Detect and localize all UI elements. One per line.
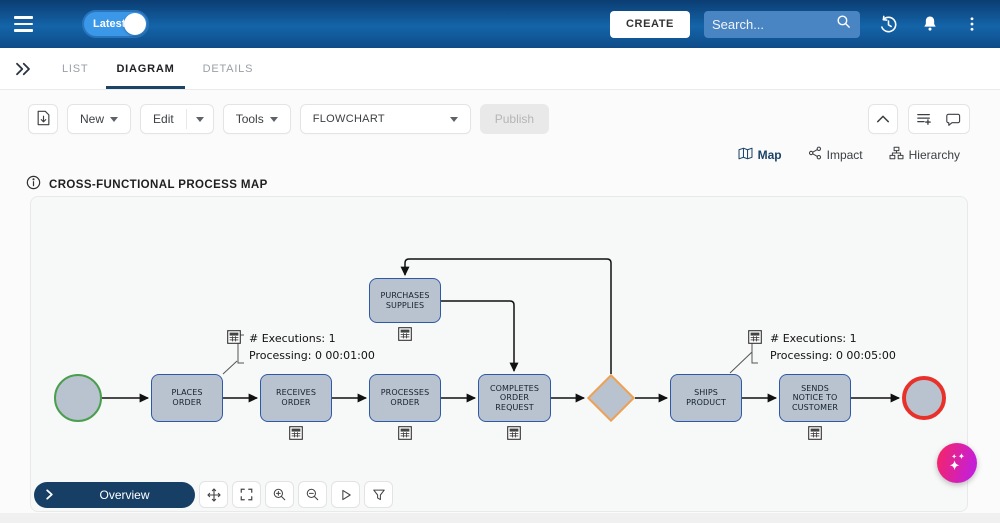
- calculator-icon: [748, 330, 762, 344]
- task-label: COMPLETES ORDER REQUEST: [489, 383, 540, 412]
- annotation-processing: Processing: 0 00:01:00: [249, 349, 375, 362]
- document-download-icon: [36, 110, 51, 129]
- annotation-processing: Processing: 0 00:05:00: [770, 349, 896, 362]
- divider: [185, 109, 187, 129]
- edit-dropdown-toggle[interactable]: [187, 105, 213, 133]
- task-node[interactable]: PROCESSES ORDER: [369, 374, 441, 422]
- task-label: RECEIVES ORDER: [275, 388, 317, 407]
- annotation-executions: # Executions: 1: [770, 332, 857, 345]
- chevron-down-icon: [195, 116, 204, 122]
- view-map[interactable]: Map: [738, 146, 782, 163]
- map-icon: [738, 147, 753, 163]
- connector-lines: [102, 258, 901, 403]
- comments-icon[interactable]: [939, 105, 969, 133]
- end-event-node[interactable]: [902, 376, 946, 420]
- version-toggle-label: Latest: [93, 18, 126, 30]
- info-icon[interactable]: [26, 175, 41, 195]
- publish-button: Publish: [479, 104, 550, 134]
- calculator-icon: [289, 426, 303, 440]
- fit-screen-icon[interactable]: [232, 481, 261, 508]
- diagram-toolbar: New Edit Tools FLOWCHART Publish: [0, 90, 1000, 134]
- view-hierarchy[interactable]: Hierarchy: [889, 146, 960, 163]
- chevron-up-icon: [876, 115, 890, 123]
- toolbar-right-group: [868, 104, 970, 134]
- overview-button[interactable]: Overview: [34, 481, 195, 508]
- start-event-node[interactable]: [54, 374, 102, 422]
- overview-label: Overview: [99, 487, 150, 502]
- title-row: CROSS-FUNCTIONAL PROCESS MAP: [0, 163, 1000, 195]
- diagram-canvas[interactable]: PLACES ORDER RECEIVES ORDER PROCESSES OR…: [30, 196, 968, 512]
- history-icon[interactable]: [874, 10, 902, 38]
- tabs: LIST DIAGRAM DETAILS: [48, 48, 267, 89]
- filter-icon[interactable]: [364, 481, 393, 508]
- task-node[interactable]: SENDS NOTICE TO CUSTOMER: [779, 374, 851, 422]
- calculator-icon: [398, 426, 412, 440]
- tab-diagram[interactable]: DIAGRAM: [102, 48, 188, 89]
- hierarchy-icon: [889, 146, 904, 163]
- diagram-bottom-toolbar: Overview: [34, 481, 393, 508]
- tools-button-label: Tools: [235, 112, 264, 126]
- new-button[interactable]: New: [67, 104, 132, 134]
- footer-strip: [0, 513, 1000, 523]
- tools-button[interactable]: Tools: [222, 104, 291, 134]
- page-title: CROSS-FUNCTIONAL PROCESS MAP: [49, 179, 268, 191]
- sparkles-icon: [944, 449, 970, 478]
- chevron-down-icon: [449, 116, 458, 122]
- expand-panel-icon[interactable]: [8, 48, 38, 89]
- impact-icon: [808, 146, 822, 163]
- diagram-type-select[interactable]: FLOWCHART: [299, 104, 471, 134]
- calculator-icon: [227, 330, 241, 344]
- play-simulation-icon[interactable]: [331, 481, 360, 508]
- calculator-icon: [808, 426, 822, 440]
- tab-details[interactable]: DETAILS: [189, 48, 268, 89]
- task-label: PROCESSES ORDER: [380, 388, 430, 407]
- document-actions-button[interactable]: [28, 104, 58, 134]
- notifications-bell-icon[interactable]: [916, 10, 944, 38]
- new-button-label: New: [80, 112, 105, 126]
- calculator-icon: [398, 327, 412, 341]
- pan-tool-icon[interactable]: [199, 481, 228, 508]
- task-label: PURCHASES SUPPLIES: [380, 290, 430, 310]
- view-switcher: Map Impact Hierarchy: [0, 134, 1000, 163]
- edit-split-button[interactable]: Edit: [140, 104, 214, 134]
- task-node[interactable]: PLACES ORDER: [151, 374, 223, 422]
- menu-icon[interactable]: [14, 13, 40, 35]
- view-map-label: Map: [757, 147, 782, 162]
- task-label: SHIPS PRODUCT: [686, 388, 726, 407]
- task-label: SENDS NOTICE TO CUSTOMER: [791, 383, 839, 412]
- search-input[interactable]: [712, 16, 835, 32]
- create-button[interactable]: CREATE: [609, 10, 690, 38]
- search-icon[interactable]: [835, 13, 852, 35]
- task-label: PLACES ORDER: [171, 388, 203, 407]
- task-node[interactable]: COMPLETES ORDER REQUEST: [478, 374, 551, 422]
- ai-assistant-button[interactable]: [937, 443, 977, 483]
- playlist-add-icon[interactable]: [909, 105, 939, 133]
- diagram-type-value: FLOWCHART: [312, 113, 385, 125]
- zoom-in-icon[interactable]: [265, 481, 294, 508]
- search-box[interactable]: [704, 10, 860, 38]
- task-node[interactable]: SHIPS PRODUCT: [670, 374, 742, 422]
- side-panel-icon-group: [908, 104, 970, 134]
- version-toggle[interactable]: Latest: [82, 10, 149, 38]
- kebab-menu-icon[interactable]: [958, 10, 986, 38]
- chevron-down-icon: [269, 116, 278, 122]
- calculator-icon: [507, 426, 521, 440]
- chevron-right-icon: [46, 489, 53, 500]
- app-header: Latest CREATE: [0, 0, 1000, 48]
- tab-bar: LIST DIAGRAM DETAILS: [0, 48, 1000, 90]
- tab-list[interactable]: LIST: [48, 48, 102, 89]
- task-node[interactable]: RECEIVES ORDER: [260, 374, 332, 422]
- collapse-toolbar-button[interactable]: [868, 104, 898, 134]
- annotation-executions: # Executions: 1: [249, 332, 336, 345]
- chevron-down-icon: [110, 116, 119, 122]
- edit-button-label[interactable]: Edit: [153, 112, 174, 126]
- view-impact[interactable]: Impact: [808, 146, 863, 163]
- view-hierarchy-label: Hierarchy: [908, 147, 960, 162]
- toggle-knob: [124, 13, 146, 35]
- view-impact-label: Impact: [826, 147, 863, 162]
- zoom-out-icon[interactable]: [298, 481, 327, 508]
- task-node[interactable]: PURCHASES SUPPLIES: [369, 278, 441, 323]
